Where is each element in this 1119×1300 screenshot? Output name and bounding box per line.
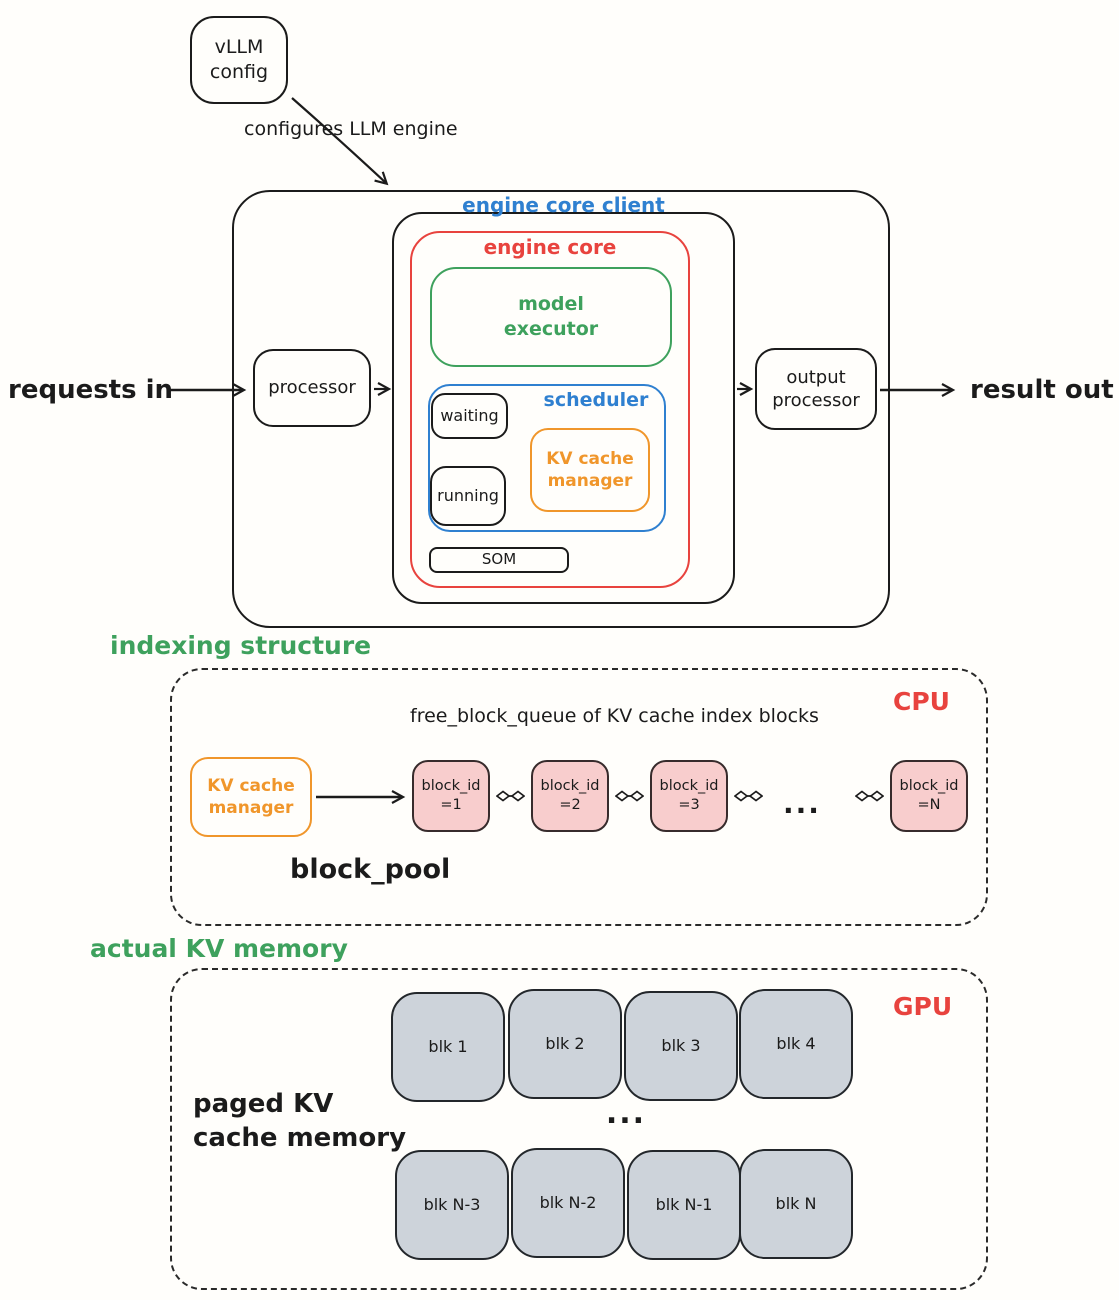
- index-block-3: block_id =3: [650, 760, 728, 832]
- engine-outer-box: [232, 190, 890, 628]
- scheduler-label: scheduler: [543, 389, 649, 411]
- index-block-1-label: block_id =1: [421, 778, 481, 813]
- running-label: running: [437, 485, 499, 505]
- memory-block-n2: blk N-2: [511, 1148, 625, 1258]
- output-processor-label: output processor: [772, 366, 860, 411]
- waiting-queue-box: waiting: [431, 393, 508, 439]
- free-block-queue-title: free_block_queue of KV cache index block…: [410, 705, 819, 727]
- index-block-1: block_id =1: [412, 760, 490, 832]
- engine-core-label: engine core: [483, 235, 617, 259]
- engine-core-box: [410, 231, 690, 588]
- index-block-2: block_id =2: [531, 760, 609, 832]
- memory-block-1: blk 1: [391, 992, 505, 1102]
- processor-label: processor: [268, 377, 356, 399]
- memory-block-n1-label: blk N-1: [655, 1194, 713, 1214]
- gpu-zone-label: GPU: [893, 992, 953, 1021]
- memory-block-n3-label: blk N-3: [423, 1194, 481, 1214]
- memory-block-1-label: blk 1: [428, 1036, 468, 1056]
- paged-kv-cache-memory-label: paged KV cache memory: [193, 1089, 407, 1153]
- model-executor-label: model executor: [503, 293, 599, 340]
- result-out-label: result out: [970, 375, 1114, 405]
- memory-block-n3: blk N-3: [395, 1150, 509, 1260]
- memory-block-n: blk N: [739, 1149, 853, 1259]
- memory-block-4: blk 4: [739, 989, 853, 1099]
- som-label: SOM: [481, 550, 517, 569]
- kv-cache-manager-box-cpu: KV cache manager: [190, 757, 312, 837]
- cpu-zone-box: [170, 668, 988, 926]
- processor-box: processor: [253, 349, 371, 427]
- cpu-zone-label: CPU: [893, 687, 950, 716]
- index-blocks-ellipsis: ...: [783, 787, 821, 820]
- engine-core-client-label: engine core client: [462, 193, 665, 217]
- output-processor-box: output processor: [755, 348, 877, 430]
- indexing-structure-section-label: indexing structure: [110, 631, 372, 660]
- som-box: SOM: [429, 547, 569, 573]
- configures-llm-engine-label: configures LLM engine: [244, 118, 458, 140]
- block-pool-label: block_pool: [290, 854, 451, 885]
- memory-block-3-label: blk 3: [661, 1035, 701, 1055]
- requests-in-label: requests in: [8, 375, 174, 405]
- memory-block-n-label: blk N: [775, 1193, 817, 1213]
- running-queue-box: running: [430, 466, 506, 526]
- memory-block-2: blk 2: [508, 989, 622, 1099]
- gpu-zone-box: [170, 968, 988, 1290]
- vllm-config-label: vLLM config: [209, 36, 269, 83]
- kv-cache-manager-cpu-label: KV cache manager: [207, 775, 295, 818]
- memory-block-3: blk 3: [624, 991, 738, 1101]
- index-block-3-label: block_id =3: [659, 778, 719, 813]
- scheduler-box: [428, 384, 666, 532]
- kv-cache-manager-box: KV cache manager: [530, 428, 650, 512]
- model-executor-box: model executor: [430, 267, 672, 367]
- index-block-2-label: block_id =2: [540, 778, 600, 813]
- actual-kv-memory-section-label: actual KV memory: [90, 934, 348, 963]
- memory-block-n2-label: blk N-2: [539, 1192, 597, 1212]
- memory-block-n1: blk N-1: [627, 1150, 741, 1260]
- index-block-n: block_id =N: [890, 760, 968, 832]
- index-block-n-label: block_id =N: [899, 778, 959, 813]
- memory-block-2-label: blk 2: [545, 1033, 585, 1053]
- waiting-label: waiting: [440, 405, 499, 425]
- memory-block-4-label: blk 4: [776, 1033, 816, 1053]
- memory-blocks-ellipsis: ...: [605, 1096, 647, 1131]
- kv-cache-manager-label: KV cache manager: [546, 448, 634, 491]
- vllm-config-box: vLLM config: [190, 16, 288, 104]
- engine-core-client-box: [392, 212, 735, 604]
